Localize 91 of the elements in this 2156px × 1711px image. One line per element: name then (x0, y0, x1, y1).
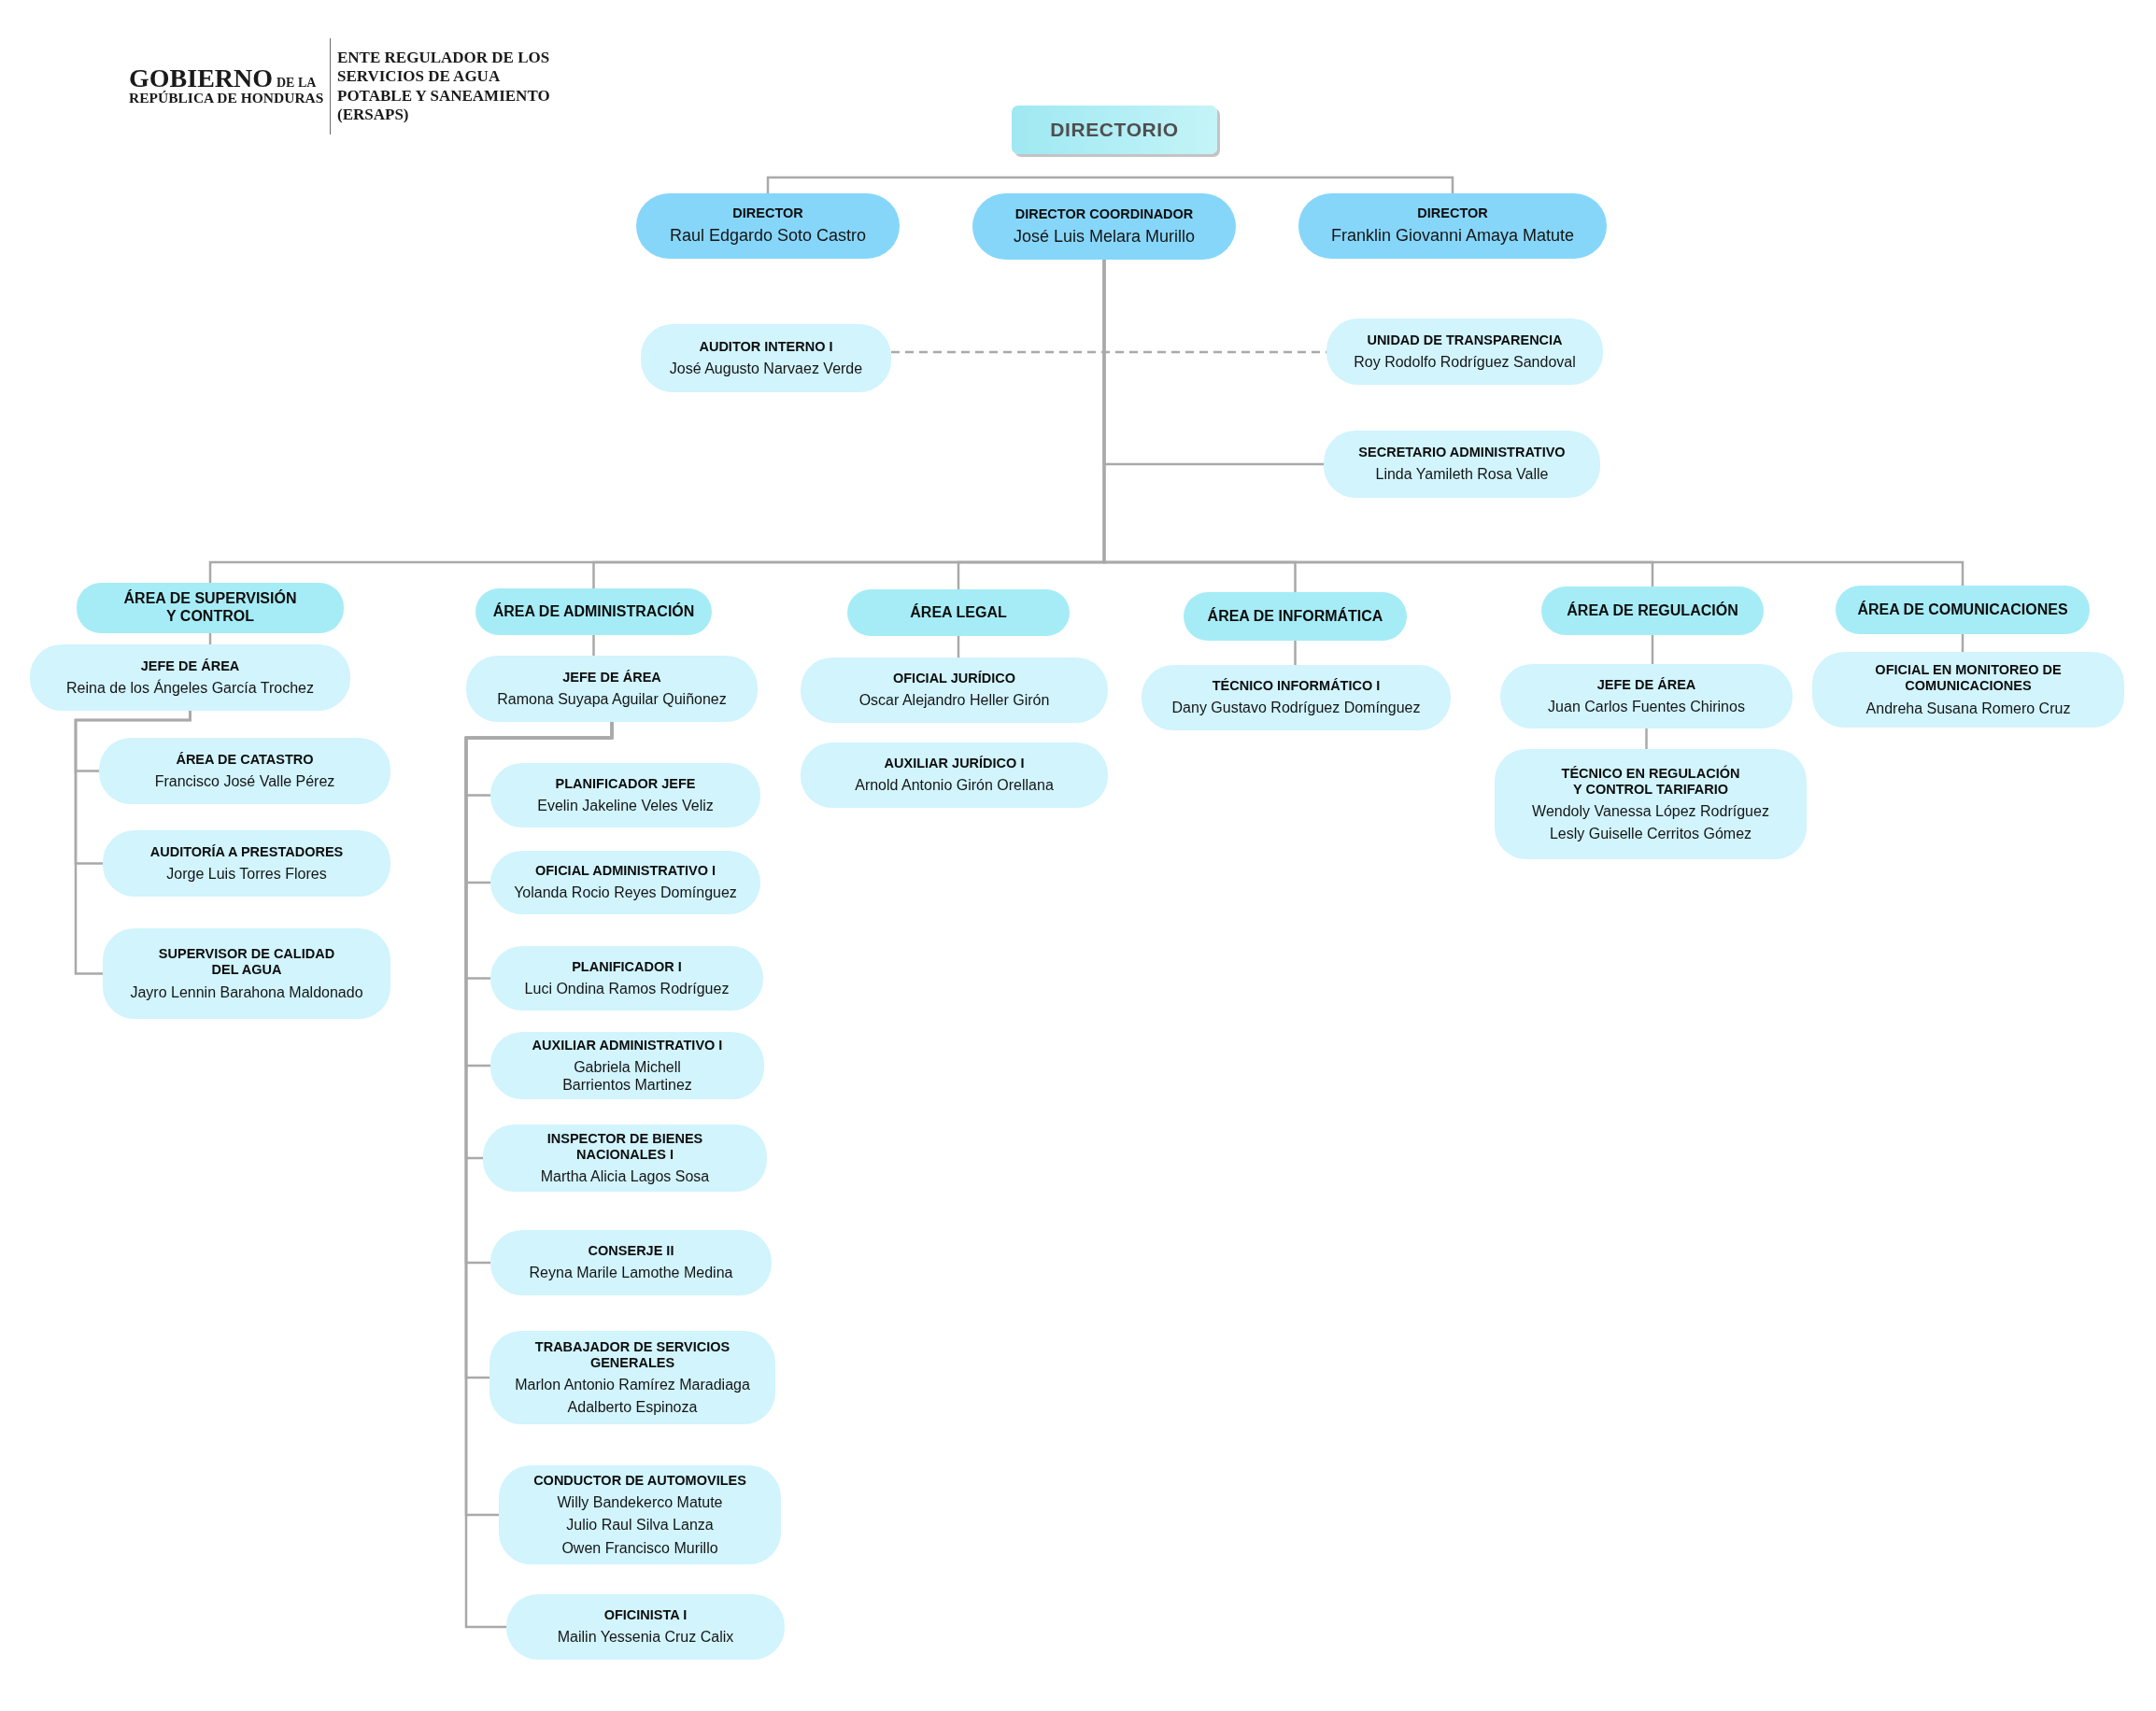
area-card (1184, 592, 1407, 641)
job-title: OFICIAL JURÍDICO (892, 671, 1015, 687)
area-name: ÁREA DE INFORMÁTICA (1207, 607, 1383, 626)
job-title: OFICINISTA I (603, 1607, 688, 1624)
job-title: CONSERJE II (588, 1243, 674, 1260)
job-title: JEFE DE ÁREA (140, 658, 240, 674)
job-title: DIRECTOR (1417, 205, 1488, 222)
person-name: Evelin Jakeline Veles Veliz (537, 796, 714, 815)
job-title: PLANIFICADOR JEFE (555, 775, 696, 792)
connector-line (74, 711, 191, 975)
connector-line (766, 176, 1454, 193)
job-title: OFICIAL ADMINISTRATIVO I (534, 863, 716, 880)
job-title: AUXILIAR ADMINISTRATIVO I (532, 1037, 723, 1053)
area-card (1541, 587, 1764, 635)
area-name: ÁREA LEGAL (910, 603, 1007, 622)
connector-line (1651, 635, 1654, 664)
person-name: Reina de los Ángeles García Trochez (66, 678, 314, 698)
area-name: ÁREA DE SUPERVISIÓN Y CONTROL (122, 590, 298, 626)
job-title: DIRECTOR COORDINADOR (1014, 205, 1194, 222)
job-title: INSPECTOR DE BIENES NACIONALES I (546, 1130, 704, 1163)
connector-line (592, 635, 595, 656)
job-title: JEFE DE ÁREA (1596, 676, 1696, 693)
person-name: José Luis Melara Murillo (1013, 226, 1196, 247)
position-card (499, 1465, 781, 1564)
position-card (1324, 431, 1600, 498)
job-title: ÁREA DE CATASTRO (176, 751, 314, 768)
job-title: SUPERVISOR DE CALIDAD DEL AGUA (157, 946, 336, 979)
job-title: AUXILIAR JURÍDICO I (884, 756, 1025, 772)
job-title: DIRECTOR (732, 205, 803, 222)
connector-line (1645, 728, 1648, 749)
job-title: OFICIAL EN MONITOREO DE COMUNICACIONES (1874, 662, 2063, 695)
area-card (77, 583, 344, 633)
person-name: Roy Rodolfo Rodríguez Sandoval (1354, 352, 1576, 372)
person-name: Ramona Suyapa Aguilar Quiñonez (497, 689, 727, 709)
job-title: AUDITOR INTERNO I (699, 338, 833, 355)
area-card (847, 589, 1070, 636)
connector-line (1294, 641, 1297, 665)
letterhead-text: DE LA (277, 77, 317, 90)
person-name: Martha Alicia Lagos Sosa (540, 1167, 710, 1186)
person-name: Adalberto Espinoza (567, 1398, 698, 1417)
person-name: Jayro Lennin Barahona Maldonado (130, 983, 363, 1001)
person-name: Gabriela Michell Barrientos Martinez (561, 1057, 693, 1095)
job-title: TÉCNICO EN REGULACIÓN Y CONTROL TARIFARIO (1560, 765, 1741, 798)
board-card (1012, 106, 1217, 154)
position-card (490, 1032, 764, 1099)
person-name: Raul Edgardo Soto Castro (669, 226, 867, 247)
person-name: Reyna Marile Lamothe Medina (529, 1264, 733, 1282)
person-name: Linda Yamileth Rosa Valle (1375, 465, 1549, 484)
position-card (483, 1124, 767, 1192)
person-name: Jorge Luis Torres Flores (166, 864, 327, 884)
job-title: AUDITORÍA A PRESTADORES (149, 843, 344, 860)
person-name: Lesly Guiselle Cerritos Gómez (1549, 825, 1752, 843)
person-name: Franklin Giovanni Amaya Matute (1330, 226, 1575, 247)
position-card (1495, 749, 1807, 859)
position-card (489, 1331, 775, 1424)
job-title: UNIDAD DE TRANSPARENCIA (1367, 332, 1563, 348)
person-name: Juan Carlos Fuentes Chirinos (1548, 697, 1745, 716)
area-name: ÁREA DE REGULACIÓN (1567, 601, 1738, 620)
person-name: Arnold Antonio Girón Orellana (855, 776, 1054, 795)
letterhead-text: REPÚBLICA DE HONDURAS (129, 91, 324, 106)
person-name: Yolanda Rocio Reyes Domínguez (514, 884, 737, 902)
person-name: Francisco José Valle Pérez (154, 771, 335, 791)
connector-line (1961, 634, 1965, 652)
job-title: SECRETARIO ADMINISTRATIVO (1358, 445, 1566, 461)
area-name: ÁREA DE ADMINISTRACIÓN (492, 602, 695, 621)
person-name: Marlon Antonio Ramírez Maradiaga (515, 1375, 750, 1394)
letterhead-text: ENTE REGULADOR DE LOS SERVICIOS DE AGUA POTABLE Y SANEAMIENTO (ERSAPS) (337, 49, 551, 125)
job-title: CONDUCTOR DE AUTOMOVILES (533, 1473, 746, 1490)
job-title: TÉCNICO INFORMÁTICO I (1212, 678, 1381, 695)
person-name: Willy Bandekerco Matute (557, 1493, 723, 1512)
letterhead-text: GOBIERNO (129, 65, 274, 92)
person-name: Andreha Susana Romero Cruz (1865, 699, 2071, 717)
person-name: Mailin Yessenia Cruz Calix (557, 1628, 734, 1647)
job-title: PLANIFICADOR I (572, 958, 682, 975)
job-title: JEFE DE ÁREA (562, 669, 661, 686)
person-name: Luci Ondina Ramos Rodríguez (524, 979, 730, 998)
position-card (1812, 652, 2124, 728)
position-card (103, 928, 390, 1019)
person-name: Julio Raul Silva Lanza (566, 1516, 714, 1534)
job-title: TRABAJADOR DE SERVICIOS GENERALES (533, 1338, 731, 1371)
area-card (475, 588, 712, 635)
position-card (641, 324, 891, 392)
person-name: José Augusto Narvaez Verde (669, 359, 863, 378)
area-card (1836, 586, 2090, 634)
area-name: ÁREA DE COMUNICACIONES (1857, 601, 2068, 619)
connector-line (957, 636, 960, 658)
person-name: Wendoly Vanessa López Rodríguez (1532, 801, 1769, 821)
person-name: Dany Gustavo Rodríguez Domínguez (1171, 699, 1421, 717)
board-name: DIRECTORIO (1050, 118, 1179, 142)
person-name: Owen Francisco Murillo (561, 1538, 718, 1557)
person-name: Oscar Alejandro Heller Girón (858, 691, 1050, 710)
